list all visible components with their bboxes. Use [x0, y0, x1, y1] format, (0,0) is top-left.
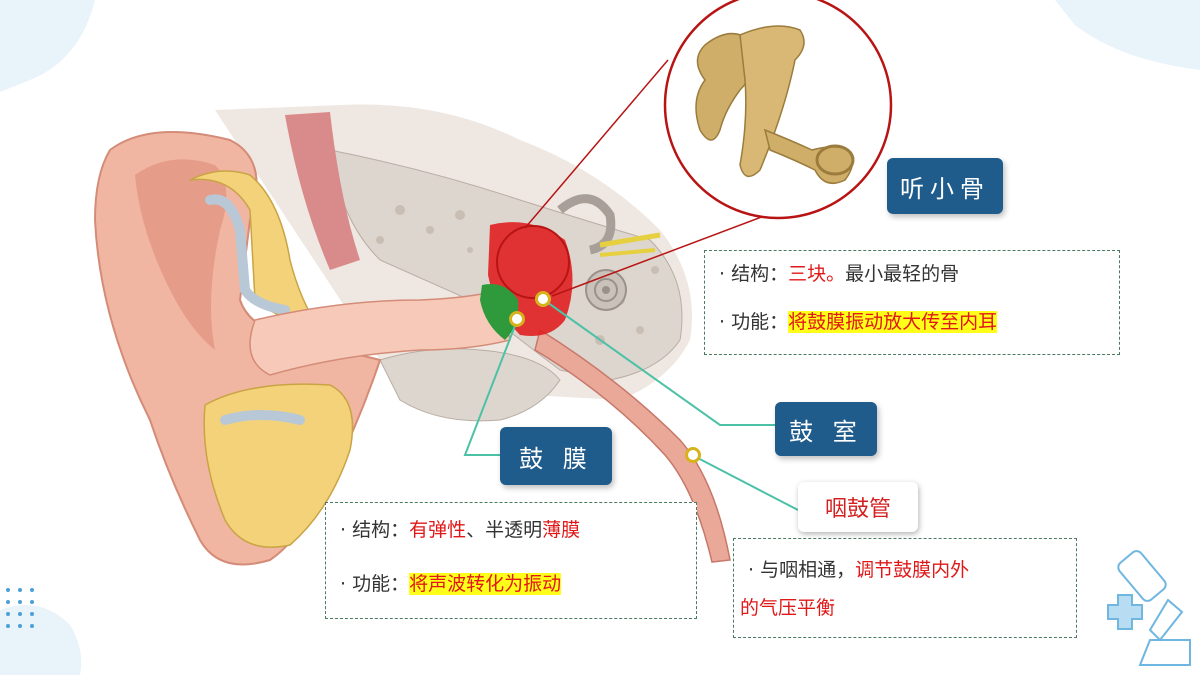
eustachian-pointer-line — [691, 454, 799, 511]
corner-decoration-top-left — [0, 0, 95, 92]
middle-ear-label: 鼓 室 — [775, 402, 877, 456]
middle-ear-pin — [535, 291, 551, 307]
ossicles-bones — [695, 25, 855, 185]
ossicles-focus-circle — [496, 225, 570, 299]
eustachian-line-2: 的气压平衡 — [740, 597, 836, 619]
dot-pattern-decoration — [6, 588, 34, 628]
eustachian-tube-pin — [685, 447, 701, 463]
eardrum-info-box: · 结构：有弹性、半透明薄膜 · 功能：将声波转化为振动 — [325, 502, 697, 619]
eardrum-function-line: · 功能：将声波转化为振动 — [340, 573, 562, 595]
ear-canal — [249, 289, 511, 376]
ossicles-structure-line: · 结构：三块。最小最轻的骨 — [719, 263, 960, 285]
eustachian-tube-shape — [534, 328, 731, 563]
eustachian-tube-label: 咽鼓管 — [798, 482, 918, 532]
eardrum-structure-line: · 结构：有弹性、半透明薄膜 — [340, 519, 581, 541]
eardrum-pointer-line — [463, 317, 519, 456]
corner-decoration-top-right — [1055, 0, 1200, 70]
eardrum-label: 鼓 膜 — [500, 427, 612, 485]
nerve — [599, 232, 661, 248]
cartilage-channel-lower — [220, 410, 305, 425]
middle-ear-pointer-line — [543, 299, 775, 426]
ossicles-label: 听小骨 — [887, 158, 1003, 214]
muscle-strip — [285, 112, 360, 270]
eustachian-tube-info-box: · 与咽相通，调节鼓膜内外 的气压平衡 — [733, 538, 1077, 638]
eardrum-pin — [509, 311, 525, 327]
pinna-fold — [135, 159, 227, 350]
ossicles-info-box: · 结构：三块。最小最轻的骨 · 功能：将鼓膜振动放大传至内耳 — [704, 250, 1120, 355]
cartilage-upper — [189, 170, 322, 332]
corner-decoration-bottom-left — [0, 605, 82, 675]
eustachian-line-1: · 与咽相通，调节鼓膜内外 — [748, 559, 970, 581]
lab-icons-decoration — [1107, 550, 1191, 666]
zoom-line-top — [524, 59, 669, 229]
ossicles-function-line: · 功能：将鼓膜振动放大传至内耳 — [719, 311, 998, 333]
cartilage-lower — [203, 383, 354, 548]
cartilage-channel — [205, 194, 290, 315]
eardrum-membrane — [480, 284, 519, 340]
